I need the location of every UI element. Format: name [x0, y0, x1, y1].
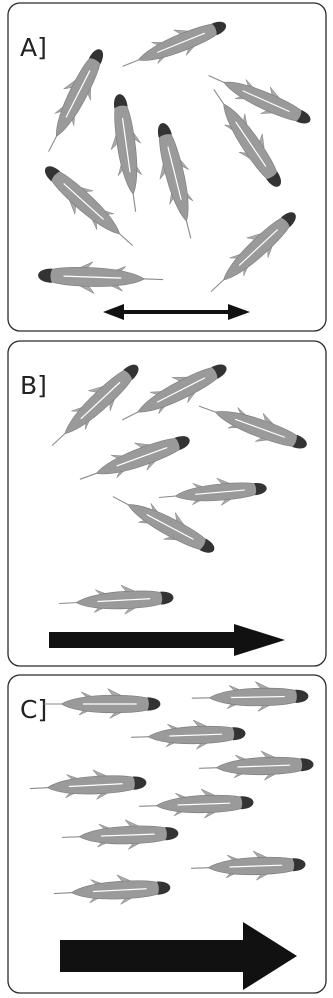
right-arrow-large: [60, 922, 297, 990]
bidirectional-arrow: [103, 304, 250, 320]
right-arrow-medium: [49, 624, 285, 656]
panel-a-label: A]: [20, 33, 47, 62]
panel-c-label: C]: [20, 695, 47, 724]
panel-a: A]: [7, 2, 327, 332]
panel-c: C]: [7, 674, 327, 994]
panel-b-label: B]: [20, 371, 47, 400]
panel-b: B]: [7, 340, 327, 667]
